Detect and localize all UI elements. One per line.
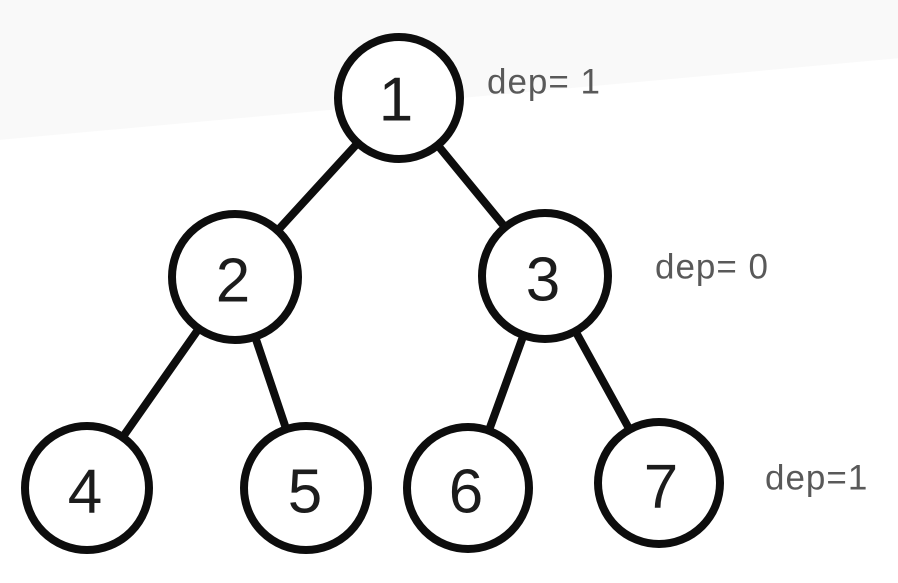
node-value-4: 4 [68,458,102,527]
node-value-7: 7 [644,453,678,522]
node-value-1: 1 [379,66,413,135]
node-circle-6 [403,423,533,553]
node-circle-2 [168,210,302,344]
depth-label-level-1: dep= 1 [487,63,601,102]
tree-node-5: 5 [240,422,372,554]
depth-label-level-3: dep=1 [765,459,868,498]
node-circle-1 [334,33,464,163]
tree-node-6: 6 [403,423,533,553]
node-value-6: 6 [449,458,483,527]
tree-node-1: 1 [334,33,464,163]
depth-label-level-2: dep= 0 [655,248,769,287]
node-value-2: 2 [216,247,250,316]
tree-node-4: 4 [21,422,153,554]
node-circle-3 [478,209,612,343]
node-value-5: 5 [288,458,322,527]
tree-node-3: 3 [478,209,612,343]
node-circle-5 [240,422,372,554]
node-circle-7 [594,418,724,548]
node-value-3: 3 [526,246,560,315]
tree-node-7: 7 [594,418,724,548]
tree-node-2: 2 [168,210,302,344]
node-circle-4 [21,422,153,554]
